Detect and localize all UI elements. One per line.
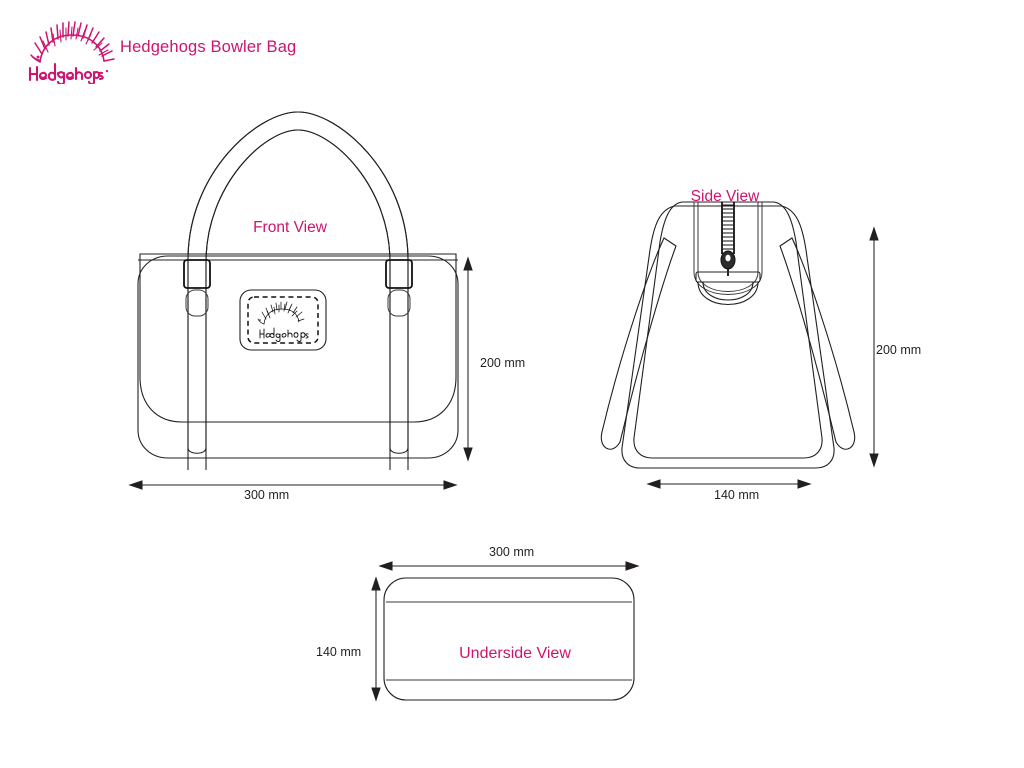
front-bag-outline: [137, 255, 459, 459]
side-d-ring: [695, 271, 761, 305]
side-height-dimension-label: 200 mm: [876, 343, 922, 357]
document-header: Hedgehogs Bowler Bag: [0, 0, 1024, 96]
side-zipper-opening: [693, 202, 763, 295]
front-bag-body: [139, 253, 457, 423]
side-view-drawing: [578, 176, 950, 512]
front-handle: [187, 111, 409, 470]
side-zipper: [721, 202, 735, 254]
side-right-handle: [779, 237, 856, 450]
front-height-dimension: [463, 256, 473, 462]
underside-view-drawing: [298, 528, 698, 744]
underside-width-dimension-label: 300 mm: [489, 545, 535, 559]
hedgehogs-logo: [24, 16, 120, 86]
side-bag-outline: [633, 201, 823, 459]
side-zipper-pull: [720, 250, 736, 276]
side-width-dimension-label: 140 mm: [714, 488, 760, 502]
underside-height-dimension: [371, 576, 381, 702]
underside-width-dimension: [378, 561, 640, 571]
side-height-dimension: [869, 226, 879, 468]
side-bag-body: [621, 205, 835, 469]
hedgehogs-patch-logo: [257, 301, 305, 325]
page-title: Hedgehogs Bowler Bag: [120, 38, 297, 56]
side-left-handle: [600, 237, 677, 450]
underside-height-dimension-label: 140 mm: [316, 645, 362, 659]
front-right-keeper: [385, 259, 413, 317]
patch-wordmark: [259, 327, 309, 342]
front-view-drawing: [118, 100, 478, 510]
front-height-dimension-label: 200 mm: [480, 356, 526, 370]
front-width-dimension-label: 300 mm: [244, 488, 290, 502]
underside-panel: [383, 577, 635, 701]
front-left-keeper: [183, 259, 211, 317]
side-width-dimension: [646, 479, 812, 489]
front-logo-patch: [239, 289, 327, 351]
front-width-dimension: [128, 480, 458, 490]
front-handle-straps: [187, 111, 409, 454]
